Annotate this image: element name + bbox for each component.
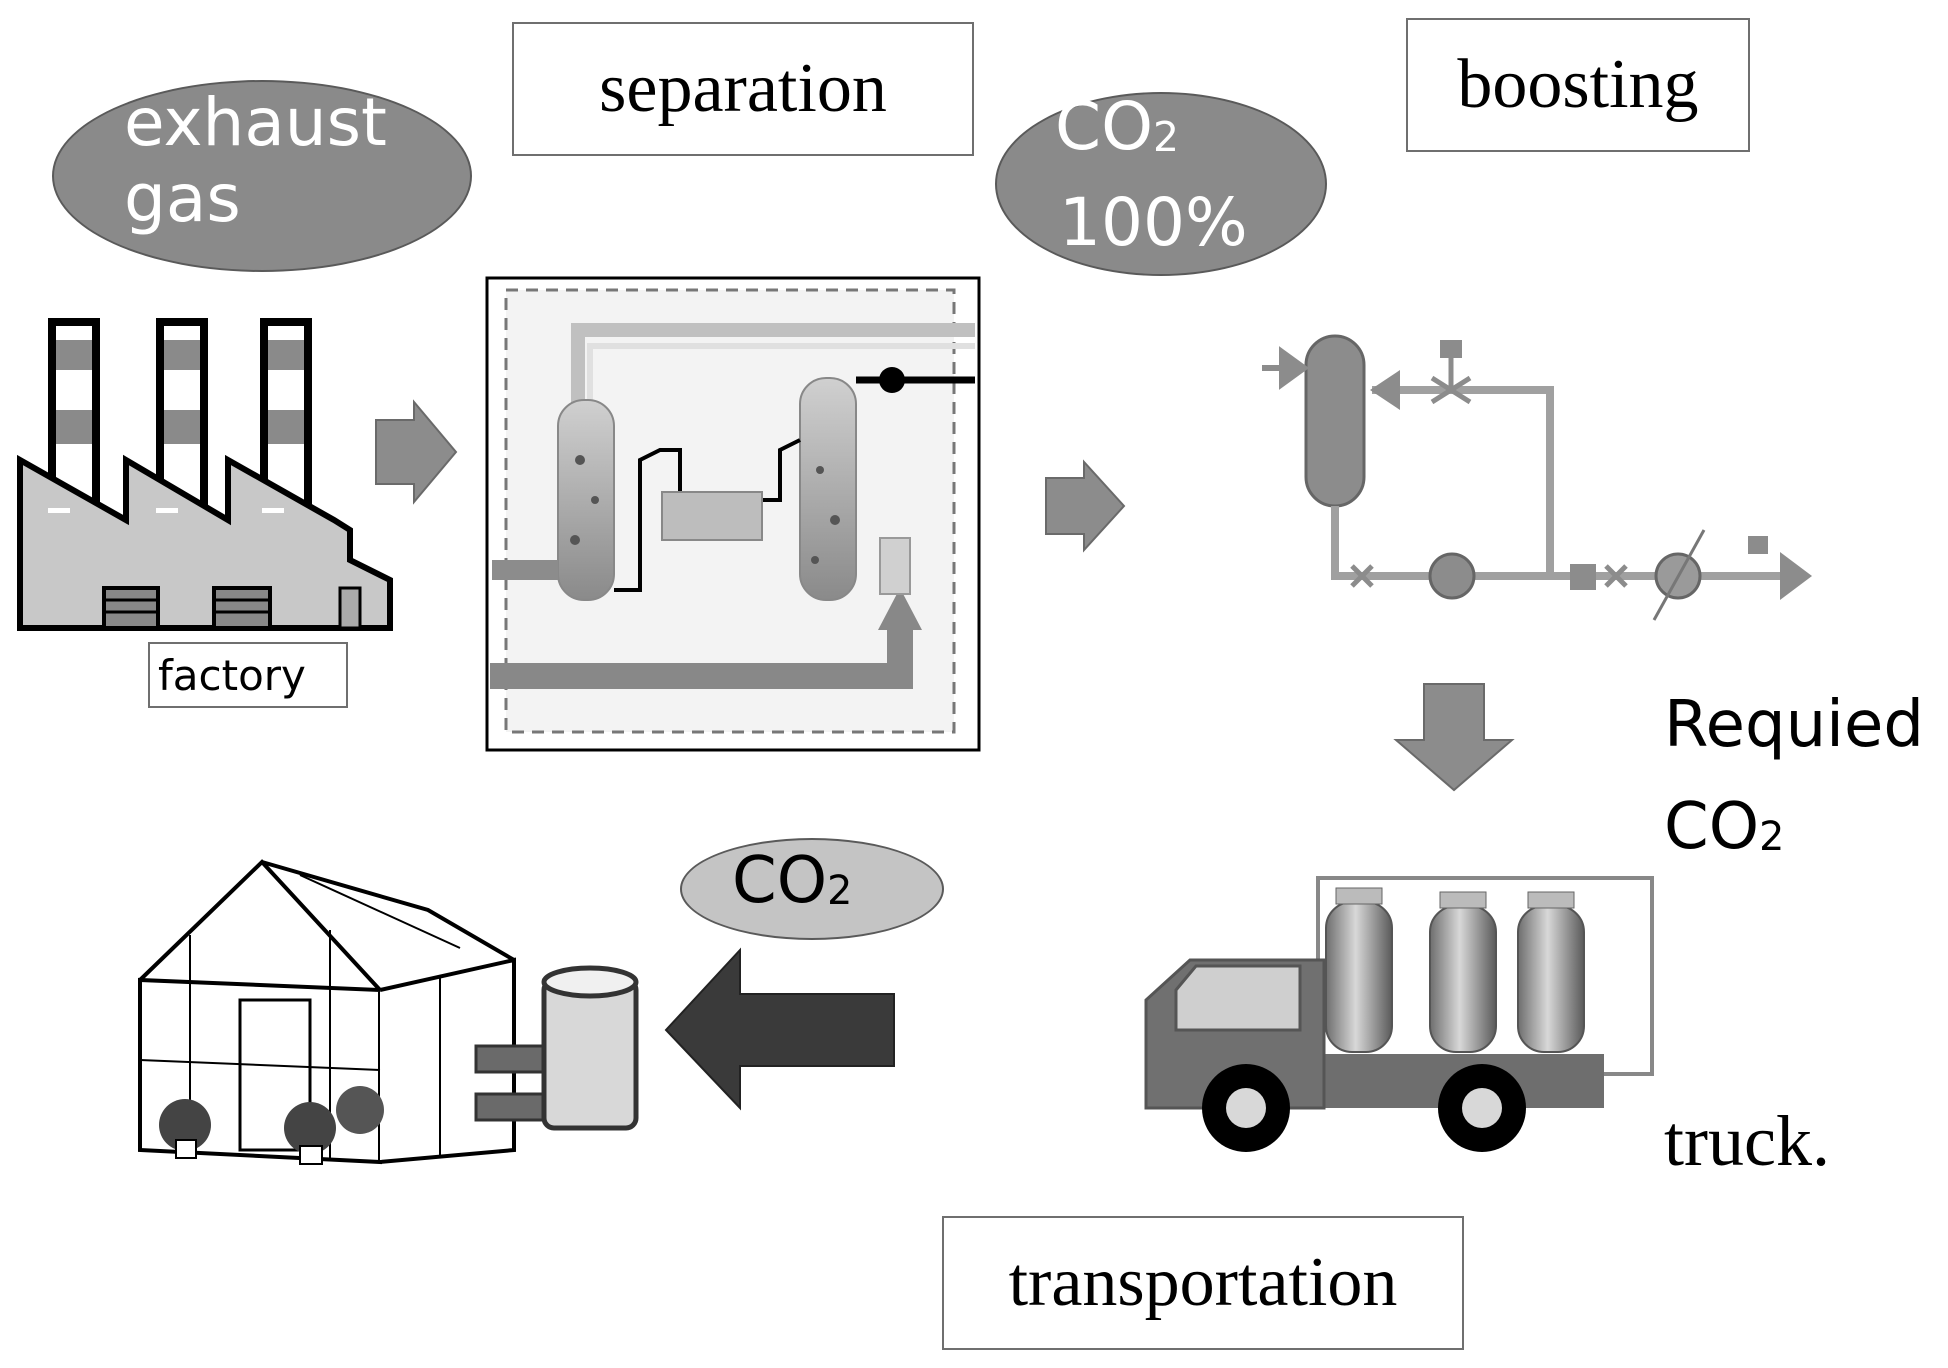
separation-plant-schematic: [485, 276, 981, 752]
transportation-label: transportation: [942, 1216, 1464, 1350]
exhaust-gas-label-2: gas: [124, 160, 241, 237]
pure-co2-label: CO2: [1055, 88, 1179, 165]
boosting-text: boosting: [1457, 46, 1699, 123]
arrow-to-greenhouse: [664, 947, 895, 1111]
pure-co2-main: CO: [1055, 88, 1154, 165]
boosting-piping-diagram: [1262, 334, 1812, 621]
transportation-text: transportation: [1008, 1244, 1398, 1321]
boosting-label: boosting: [1406, 18, 1750, 152]
co2-tank-icon: [474, 965, 639, 1131]
required-label: Requied: [1664, 688, 1924, 762]
co2-supply-sub: 2: [827, 867, 853, 914]
required-co2-main: CO: [1664, 790, 1760, 864]
pure-co2-sub: 2: [1153, 113, 1180, 162]
truck-label: truck.: [1664, 1101, 1830, 1181]
pure-co2-bubble: CO2 100%: [995, 88, 1327, 276]
pure-co2-percent: 100%: [1059, 184, 1248, 261]
gas-cylinder-truck-icon: [1144, 876, 1654, 1152]
factory-text: factory: [158, 650, 306, 700]
required-co2-label: CO2: [1664, 790, 1784, 864]
factory-icon: [17, 318, 393, 631]
factory-label: factory: [148, 642, 348, 708]
arrow-factory-to-separation: [375, 399, 458, 505]
arrow-separation-to-boosting: [1045, 459, 1126, 553]
exhaust-gas-bubble: exhaust gas: [52, 80, 472, 272]
separation-label: separation: [512, 22, 974, 156]
separation-text: separation: [599, 50, 887, 127]
required-co2-sub: 2: [1759, 813, 1785, 860]
co2-supply-main: CO: [732, 844, 828, 918]
exhaust-gas-label-1: exhaust: [124, 84, 387, 161]
arrow-boosting-to-truck: [1393, 683, 1515, 792]
co2-supply-label: CO2: [732, 844, 852, 918]
co2-supply-bubble: CO2: [680, 838, 944, 940]
greenhouse-icon: [138, 859, 516, 1165]
